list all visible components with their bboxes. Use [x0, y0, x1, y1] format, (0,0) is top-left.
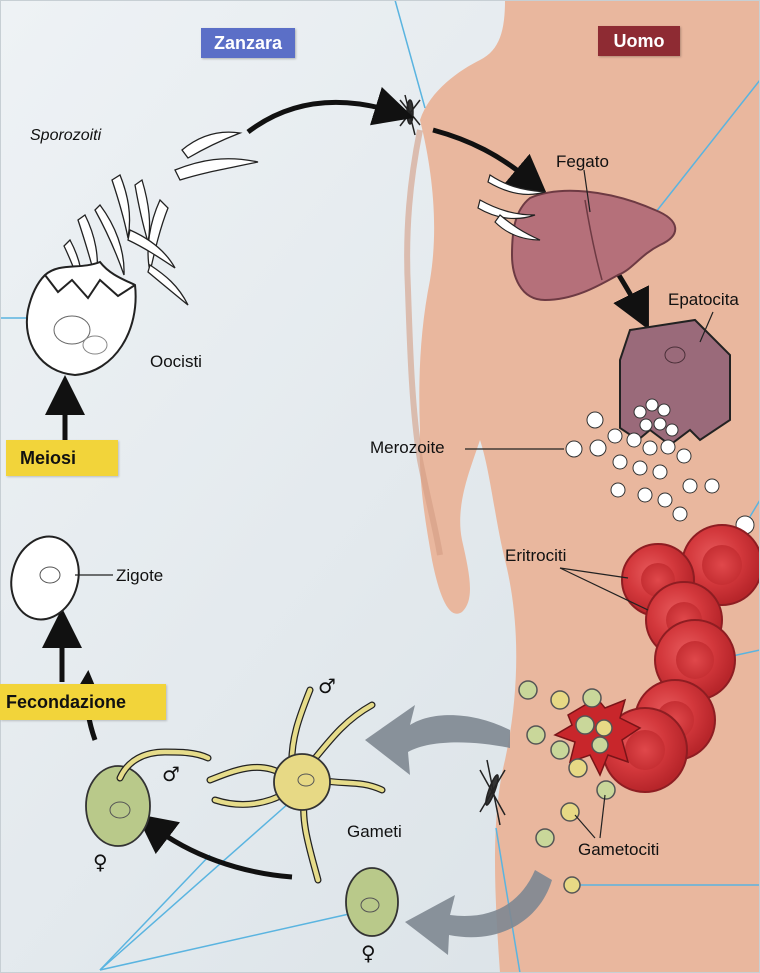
female-symbol-fertilization: ♀	[93, 850, 108, 874]
male-symbol-top: ♂	[318, 674, 336, 698]
female-symbol-bottom: ♀	[361, 941, 376, 965]
fertilization-tag: Fecondazione	[0, 684, 166, 720]
merozoite-label: Merozoite	[370, 438, 445, 458]
male-symbol-fertilization: ♂	[162, 762, 180, 786]
erythrocytes-label: Eritrociti	[505, 546, 566, 566]
gametes-label: Gameti	[347, 822, 402, 842]
liver-label: Fegato	[556, 152, 609, 172]
human-header: Uomo	[598, 26, 680, 56]
female-gamete	[346, 868, 398, 936]
meiosis-tag: Meiosi	[6, 440, 118, 476]
zygote-label: Zigote	[116, 566, 163, 586]
sporozoites-label: Sporozoiti	[30, 127, 101, 145]
oocyst-label: Oocisti	[150, 352, 202, 372]
hepatocyte-label: Epatocita	[668, 290, 739, 310]
gametocytes-label: Gametociti	[578, 840, 659, 860]
mosquito-header: Zanzara	[201, 28, 295, 58]
